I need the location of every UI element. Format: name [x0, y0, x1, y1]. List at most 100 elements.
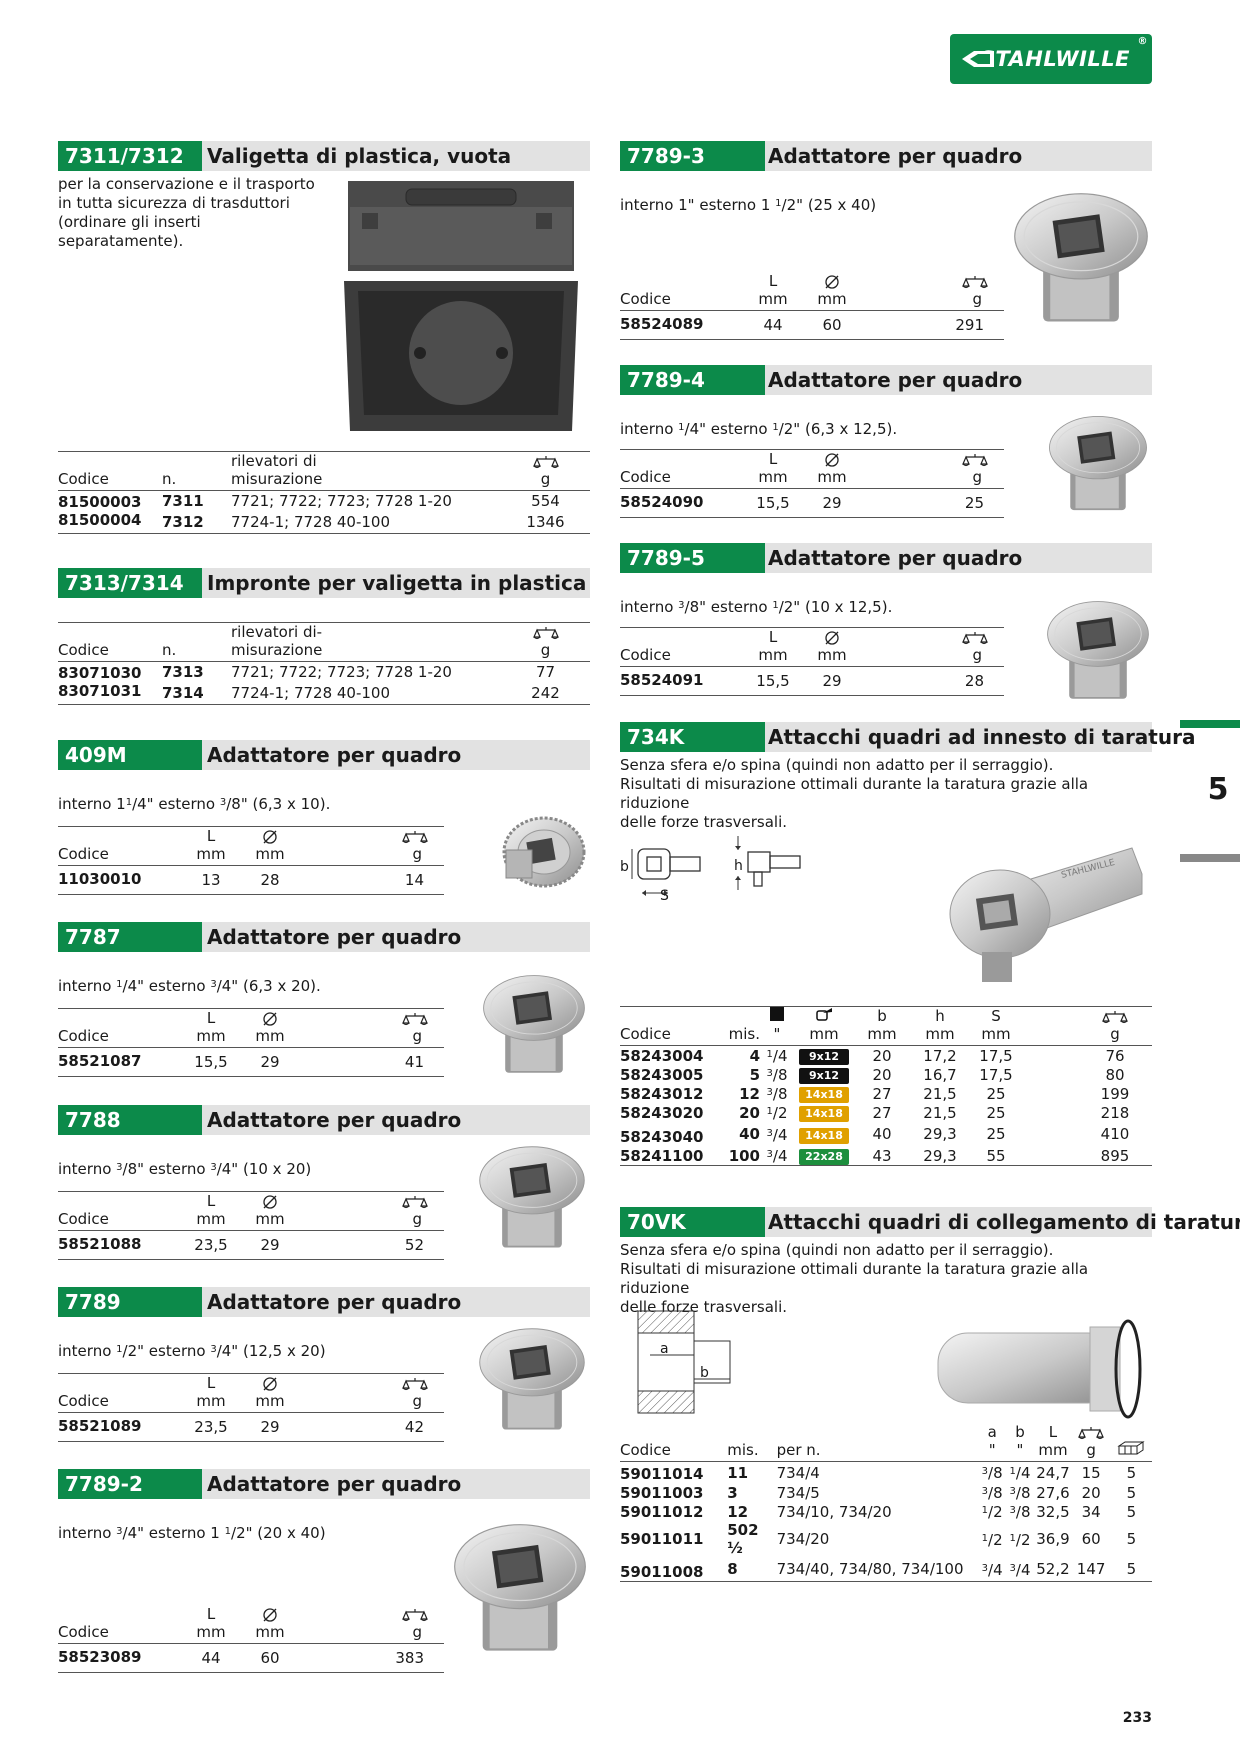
- article-title: Adattatore per quadro: [207, 1108, 462, 1132]
- cell-L: 23,5: [194, 1418, 228, 1436]
- fraction-den: 2: [783, 598, 794, 616]
- section-header: 7789 Adattatore per quadro: [58, 1287, 590, 1317]
- fraction-num: 3: [766, 1087, 773, 1098]
- insert-size-badge: 14x18: [799, 1087, 849, 1103]
- fraction-num: 3: [219, 797, 227, 808]
- col-mm: mm: [234, 1027, 306, 1048]
- col-L: L: [768, 272, 778, 290]
- cell-g: 383: [395, 1649, 424, 1667]
- cell-g: 895: [1100, 1146, 1130, 1165]
- cell-S: 55: [986, 1146, 1006, 1165]
- adapter-7789-3-image: [1010, 179, 1152, 341]
- article-code: 7789-4: [620, 365, 765, 395]
- cell-mis: 11: [727, 1463, 749, 1482]
- brand-logo: STAHLWILLE ®: [950, 34, 1152, 84]
- col-n: n.: [162, 470, 231, 491]
- desc-part: interno: [620, 598, 679, 616]
- col-codice: Codice: [620, 646, 750, 667]
- cell-codice: 58521088: [58, 1235, 142, 1253]
- insert-size-badge: 14x18: [799, 1127, 849, 1144]
- fraction-den: 8: [777, 1085, 788, 1103]
- col-mm: mm: [796, 646, 868, 667]
- article-code: 70VK: [620, 1207, 765, 1237]
- col-L: L: [1048, 1423, 1058, 1441]
- fraction-num: 1: [772, 600, 779, 611]
- insert-size-badge: 9x12: [799, 1068, 849, 1084]
- section-7789: 7789 Adattatore per quadro interno 1/2" …: [58, 1287, 590, 1447]
- fraction-num: 3: [116, 1526, 123, 1537]
- cell-b: 3/8: [1009, 1484, 1031, 1502]
- col-g: g: [306, 1623, 444, 1644]
- adapter-7788-image: [476, 1135, 588, 1263]
- cell-g: 291: [955, 316, 984, 334]
- col-mm: mm: [1034, 1441, 1072, 1462]
- cell-b: 43: [872, 1146, 892, 1165]
- adapter-7787-image: [480, 970, 588, 1082]
- cell-per-n: 734/40, 734/80, 734/100: [776, 1560, 964, 1578]
- cell-per-n: 734/4: [776, 1463, 820, 1482]
- cell-pack-qty: 5: [1126, 1530, 1137, 1548]
- section-header: 7789-2 Adattatore per quadro: [58, 1469, 590, 1499]
- col-g: g: [868, 290, 1004, 311]
- cell-diameter: 60: [822, 316, 842, 334]
- col-L: L: [206, 1009, 216, 1027]
- col-S: S: [991, 1007, 1001, 1025]
- cell-h: 21,5: [923, 1103, 957, 1122]
- insert-tool-734k-image: STAHLWILLE: [949, 847, 1143, 982]
- fraction-num: 3: [981, 1562, 989, 1574]
- fraction-den: 2: [786, 196, 797, 214]
- section-7789-5: 7789-5 Adattatore per quadro interno 3/8…: [620, 543, 1152, 713]
- fraction-num: 3: [766, 1149, 773, 1160]
- fraction-num: 1: [1009, 1466, 1016, 1477]
- plastic-case-image: [344, 181, 578, 431]
- article-code: 409M: [58, 740, 202, 770]
- fraction-num: 1: [116, 979, 123, 990]
- cell-codice: 58524090: [620, 493, 704, 511]
- cell-g: 42: [404, 1418, 424, 1436]
- section-70vk: 70VK Attacchi quadri di collegamento di …: [620, 1207, 1240, 1582]
- cell-rilevatori: 7721; 7722; 7723; 7728 1-20: [231, 663, 452, 681]
- desc-part: interno 1: [58, 795, 126, 813]
- desc-part: " (10 x 20): [231, 1160, 312, 1178]
- cell-per-n: 734/5: [776, 1483, 820, 1502]
- article-title: Adattatore per quadro: [768, 144, 1023, 168]
- desc-part: interno: [58, 1160, 117, 1178]
- col-mm: mm: [854, 1025, 910, 1046]
- cell-a: 1/2: [981, 1530, 1003, 1549]
- fraction-num: 1: [775, 198, 782, 209]
- cell-codice: 59011011: [620, 1530, 704, 1548]
- cell-g: 77: [535, 663, 556, 681]
- cell-fraction: 3/4: [766, 1147, 788, 1165]
- page-number: 233: [1122, 1710, 1152, 1726]
- fraction-num: 3: [981, 1466, 989, 1477]
- desc-part: " esterno: [137, 977, 211, 995]
- diameter-icon: [824, 630, 840, 646]
- col-g: g: [306, 1027, 444, 1048]
- diameter-icon: [824, 452, 840, 468]
- cell-codice: 58521089: [58, 1417, 142, 1435]
- fraction-den: 4: [221, 1342, 232, 1360]
- fraction-den: 8: [231, 795, 241, 813]
- chapter-tab-bar-bottom: [1180, 854, 1240, 862]
- article-code: 7789-5: [620, 543, 765, 573]
- cell-codice: 58521087: [58, 1052, 142, 1070]
- cell-b: 27: [872, 1103, 892, 1122]
- cell-rilevatori: 7724-1; 7728 40-100: [231, 513, 391, 531]
- cell-n: 7313: [162, 663, 204, 681]
- cell-b: 3/8: [1009, 1503, 1031, 1521]
- article-title: Adattatore per quadro: [768, 368, 1023, 392]
- section-header: 7789-4 Adattatore per quadro: [620, 365, 1152, 395]
- col-L: L: [206, 1374, 216, 1392]
- article-description: Senza sfera e/o spina (quindi non adatto…: [620, 756, 1089, 831]
- cell-codice: 58243004: [620, 1046, 704, 1065]
- brand-mark-icon: [962, 51, 994, 67]
- section-header: 7789-3 Adattatore per quadro: [620, 141, 1152, 171]
- col-g: g: [306, 1210, 444, 1231]
- cell-mis: 8: [727, 1560, 738, 1578]
- cell-fraction: 3/8: [766, 1066, 788, 1084]
- article-description: interno 1" esterno 1 1/2" (25 x 40): [620, 196, 877, 214]
- fraction-den: 8: [1020, 1503, 1031, 1521]
